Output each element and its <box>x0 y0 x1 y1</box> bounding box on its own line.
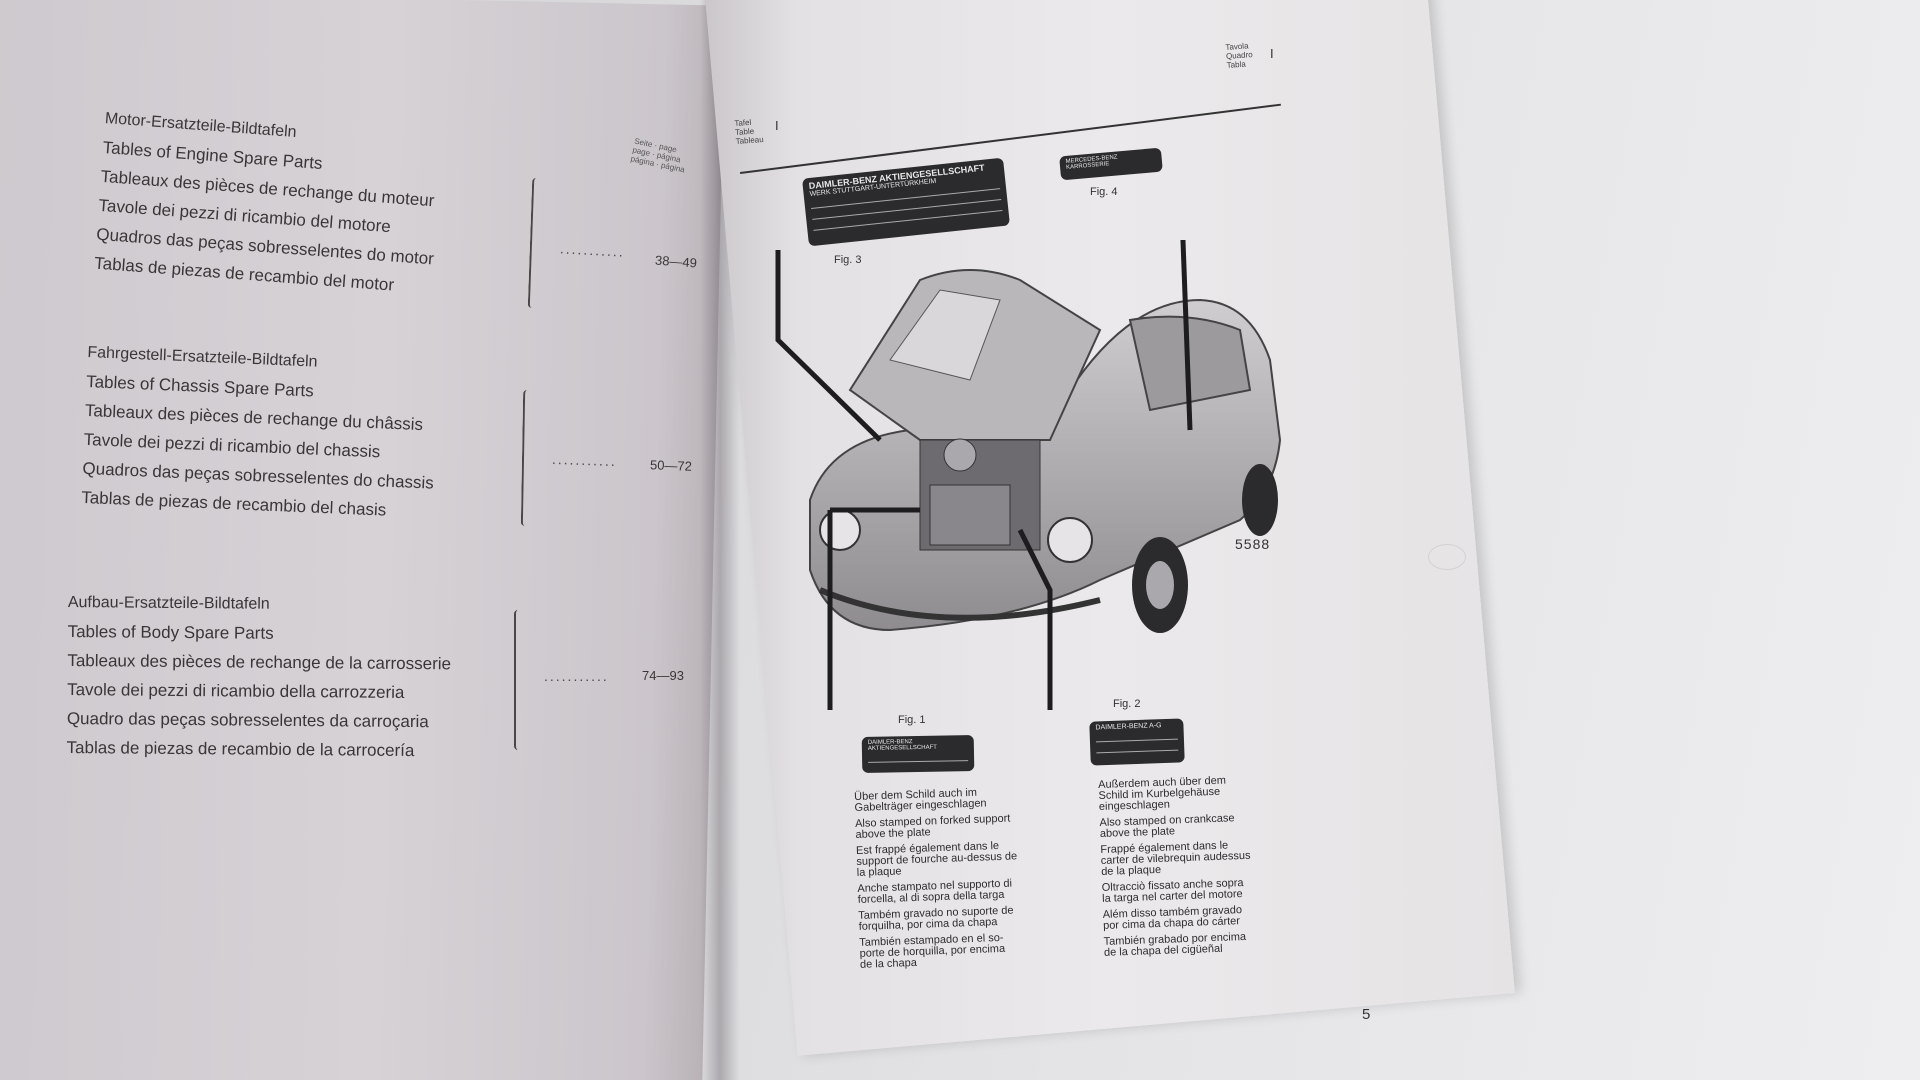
car-illustration <box>775 240 1282 710</box>
body-parts-group: Aufbau-Ersatzteile-Bildtafeln Tables of … <box>66 588 452 765</box>
fig4-label: Fig. 4 <box>1090 186 1118 198</box>
figure-code: 5588 <box>1235 536 1271 552</box>
header-left: Tafel Table Tableau <box>734 117 764 146</box>
plate-brand: MERCEDES-BENZ KARROSSERIE <box>1065 154 1118 171</box>
group-title: Aufbau-Ersatzteile-Bildtafeln <box>67 593 270 613</box>
group-line-pt: Quadro das peças sobresselentes da carro… <box>66 708 429 732</box>
header-left-number: I <box>775 118 779 133</box>
id-plate-fig2: DAIMLER-BENZ A-G <box>1089 718 1185 766</box>
header-top-number: I <box>1270 46 1274 61</box>
engine-parts-group: Motor-Ersatzteile-Bildtafeln Tables of E… <box>93 104 443 302</box>
leader-dots: ........... <box>551 450 618 470</box>
group-brace <box>514 610 522 750</box>
page-range: 74—93 <box>642 668 684 683</box>
leader-dots: ........... <box>544 668 609 684</box>
group-line-es: Tablas de piezas de recambio de la carro… <box>66 737 415 761</box>
group-line-it: Tavole dei pezzi di ricambio della carro… <box>67 679 405 702</box>
page-range: 38—49 <box>654 252 698 271</box>
page-range: 50—72 <box>649 457 693 474</box>
group-line-en: Tables of Body Spare Parts <box>67 621 274 643</box>
leader-dots: ........... <box>559 240 626 260</box>
id-plate-fig1: DAIMLER-BENZ AKTIENGESELLSCHAFT <box>861 735 975 773</box>
chassis-parts-group: Fahrgestell-Ersatzteile-Bildtafeln Table… <box>81 338 440 527</box>
fig2-captions: Außerdem auch über dem Schild im Kurbelg… <box>1098 775 1254 959</box>
fig1-label: Fig. 1 <box>898 714 926 726</box>
plate-brand: DAIMLER-BENZ A-G <box>1095 722 1162 732</box>
fig1-captions: Über dem Schild auch im Gabelträger eing… <box>854 786 1021 971</box>
fig3-label: Fig. 3 <box>834 254 862 266</box>
fig2-label: Fig. 2 <box>1113 698 1141 710</box>
page-number: 5 <box>1362 1006 1371 1023</box>
header-top: Tavola Quadro Tabla <box>1225 41 1254 70</box>
group-line-fr: Tableaux des pièces de rechange de la ca… <box>67 650 452 674</box>
header-line: Tabla <box>1226 59 1247 70</box>
paper-smudge <box>1428 544 1466 570</box>
plate-brand: DAIMLER-BENZ AKTIENGESELLSCHAFT <box>867 739 937 752</box>
